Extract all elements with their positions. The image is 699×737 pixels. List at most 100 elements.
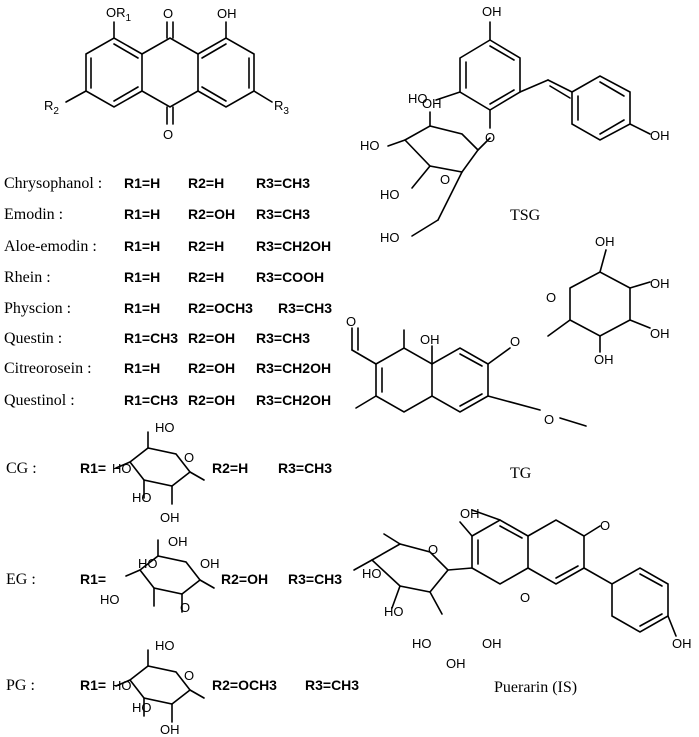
r2-value: R2=H: [188, 238, 224, 254]
oh-label: OH: [595, 234, 615, 249]
glycoside-eg: EG : R1= OH HO OH HO O R2=OH R3=CH3: [6, 534, 342, 615]
ring-oxygen: O: [180, 600, 190, 615]
compound-name: Aloe-emodin :: [4, 238, 97, 255]
compound-name: Questin :: [4, 330, 62, 347]
ring-oxygen: O: [485, 130, 495, 145]
ring-oxygen: O: [544, 412, 554, 427]
oh-label: OH: [168, 534, 188, 549]
oh-label: HO: [360, 138, 380, 153]
oh-label: HO: [138, 556, 158, 571]
r1-value: R1=: [80, 677, 106, 693]
r2-value: R2=OH: [188, 206, 235, 222]
ring-oxygen: O: [520, 590, 530, 605]
oh-label: HO: [380, 187, 400, 202]
oxygen-bottom-label: O: [163, 127, 173, 142]
r3-value: R3=CH2OH: [256, 238, 331, 254]
compound-row: Physcion : R1=H R2=OCH3 R3=CH3: [4, 300, 332, 317]
oh-label: OH: [650, 326, 670, 341]
tg-structure: OH OH OH OH O O OH O O TG: [346, 234, 670, 482]
r1-value: R1=H: [124, 206, 160, 222]
carbonyl-oxygen: O: [600, 518, 610, 533]
r1-value: R1=H: [124, 269, 160, 285]
r2-value: R2=OCH3: [212, 677, 277, 693]
r1-value: R1=H: [124, 300, 160, 316]
oxygen-label: O: [346, 314, 356, 329]
ring-oxygen: O: [184, 450, 194, 465]
compound-name: Questinol :: [4, 392, 75, 409]
compound-row: Rhein : R1=H R2=H R3=COOH: [4, 269, 324, 286]
r2-value: R2=OH: [221, 571, 268, 587]
r3-value: R3=CH3: [256, 206, 310, 222]
r2-value: R2=H: [188, 269, 224, 285]
r3-label: R3: [274, 98, 289, 117]
oh-label: HO: [155, 420, 175, 435]
glycoside-name: CG :: [6, 460, 37, 477]
puerarin-structure: OH O O OH O HO HO HO OH OH Puerarin (IS): [353, 506, 692, 696]
r3-value: R3=CH2OH: [256, 392, 331, 408]
or1-label: OR1: [106, 5, 132, 24]
tsg-structure: OH HO O OH OH HO O HO HO TSG: [360, 4, 670, 245]
glycoside-cg: CG : R1= HO HO HO OH O R2=H R3=CH3: [6, 420, 332, 525]
oxygen-top-label: O: [163, 6, 173, 21]
r2-value: R2=OH: [188, 360, 235, 376]
r3-value: R3=COOH: [256, 269, 324, 285]
oh-label: OH: [460, 506, 480, 521]
r2-value: R2=OH: [188, 330, 235, 346]
r1-value: R1=CH3: [124, 392, 178, 408]
r3-value: R3=CH3: [278, 460, 332, 476]
r1-value: R1=H: [124, 175, 160, 191]
oh-label: OH: [160, 722, 180, 737]
compound-name: Physcion :: [4, 300, 71, 317]
ring-oxygen: O: [440, 172, 450, 187]
ring-oxygen: O: [546, 290, 556, 305]
compound-row: Emodin : R1=H R2=OH R3=CH3: [4, 206, 310, 223]
compound-name: Citreorosein :: [4, 360, 92, 377]
r2-value: R2=H: [212, 460, 248, 476]
r3-value: R3=CH2OH: [256, 360, 331, 376]
oh-label: OH: [650, 276, 670, 291]
oh-label: OH: [594, 352, 614, 367]
oh-label: OH: [482, 4, 502, 19]
oh-label: HO: [155, 638, 175, 653]
r1-value: R1=H: [124, 238, 160, 254]
glycoside-pg: PG : R1= HO HO HO OH O R2=OCH3 R3=CH3: [6, 638, 359, 737]
oh-label: HO: [132, 490, 152, 505]
oh-label: HO: [112, 461, 132, 476]
r3-value: R3=CH3: [278, 300, 332, 316]
r1-value: R1=CH3: [124, 330, 178, 346]
oh-label: HO: [380, 230, 400, 245]
oh-label: HO: [132, 700, 152, 715]
compound-row: Aloe-emodin : R1=H R2=H R3=CH2OH: [4, 238, 331, 255]
oh-top-label: OH: [217, 6, 237, 21]
r3-value: R3=CH3: [256, 330, 310, 346]
r1-value: R1=: [80, 460, 106, 476]
compound-row: Questin : R1=CH3 R2=OH R3=CH3: [4, 330, 310, 347]
tg-label: TG: [510, 465, 532, 482]
r2-value: R2=H: [188, 175, 224, 191]
oh-label: OH: [672, 636, 692, 651]
r3-value: R3=CH3: [256, 175, 310, 191]
compound-row: Citreorosein : R1=H R2=OH R3=CH2OH: [4, 360, 331, 377]
compound-row: Questinol : R1=CH3 R2=OH R3=CH2OH: [4, 392, 331, 409]
oh-label: HO: [412, 636, 432, 651]
oh-label: HO: [408, 91, 428, 106]
oh-label: OH: [160, 510, 180, 525]
ring-oxygen: O: [184, 668, 194, 683]
puerarin-label: Puerarin (IS): [494, 679, 577, 696]
ring-oxygen: O: [510, 334, 520, 349]
oh-label: OH: [420, 332, 440, 347]
ring-oxygen: O: [428, 542, 438, 557]
tsg-label: TSG: [510, 207, 541, 224]
anthraquinone-core: OR1 O OH O R2 R3: [44, 5, 289, 142]
r2-label: R2: [44, 98, 59, 117]
compound-name: Rhein :: [4, 269, 51, 286]
oh-label: HO: [384, 604, 404, 619]
oh-label: OH: [200, 556, 220, 571]
oh-label: HO: [100, 592, 120, 607]
glycoside-name: PG :: [6, 677, 35, 694]
r1-value: R1=H: [124, 360, 160, 376]
compound-name: Emodin :: [4, 206, 63, 223]
compound-table: Chrysophanol : R1=H R2=H R3=CH3 Emodin :…: [4, 175, 332, 409]
